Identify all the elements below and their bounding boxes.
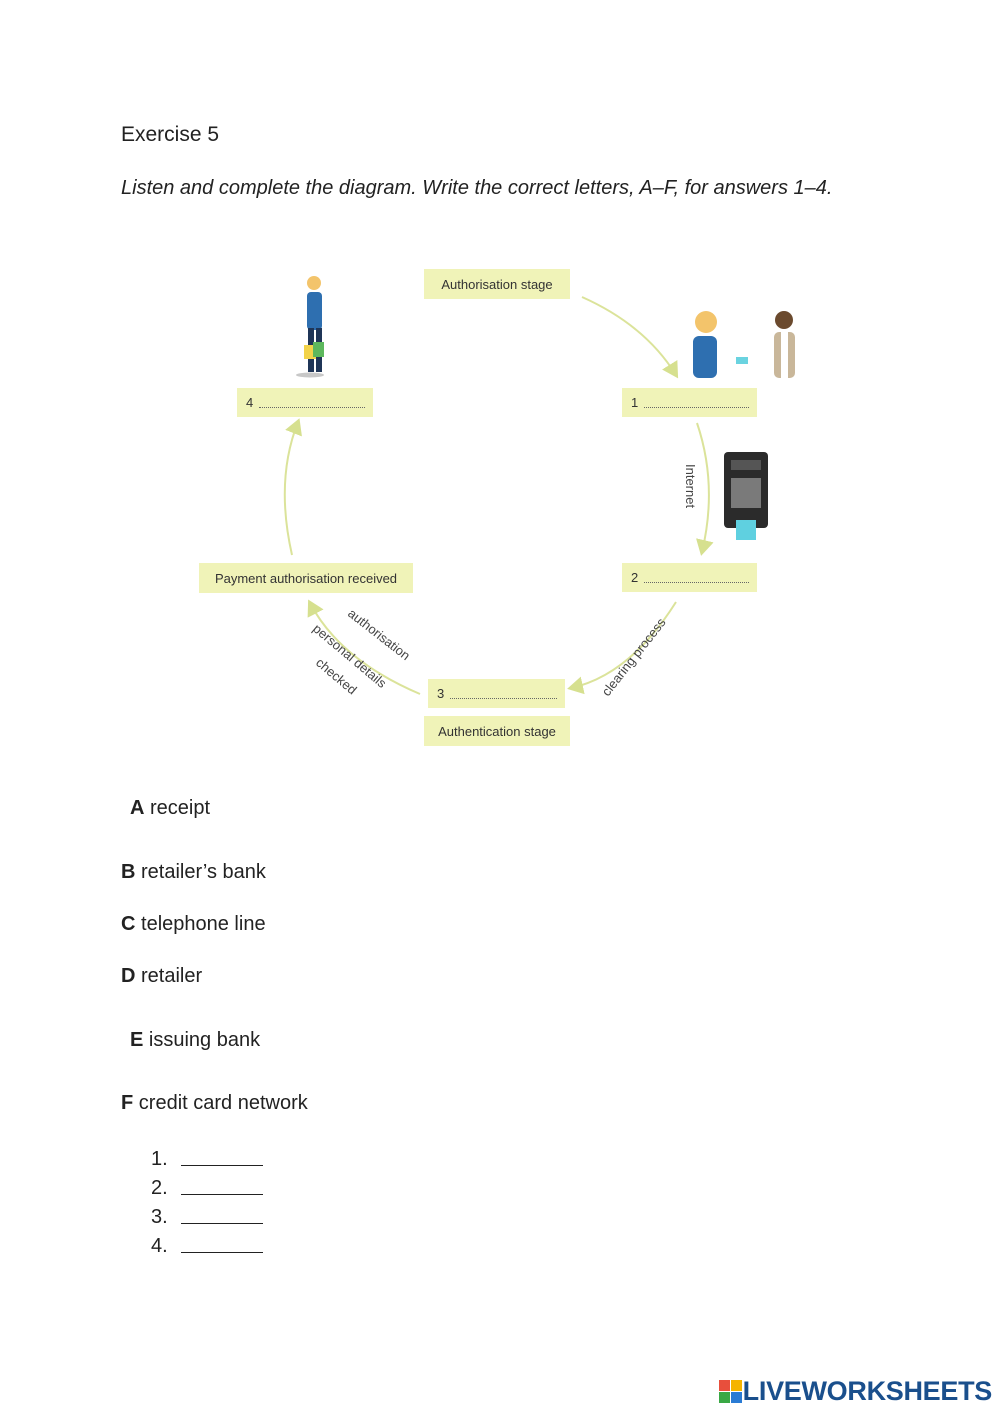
choice-c: C telephone line	[121, 913, 266, 936]
answer-blank-3[interactable]	[181, 1203, 263, 1224]
logo-icon	[719, 1380, 743, 1404]
card-terminal-illustration	[724, 452, 768, 540]
arrow-to-box-4	[285, 422, 298, 555]
answer-row-4: 4.	[151, 1232, 263, 1261]
answer-blank-2[interactable]	[181, 1174, 263, 1195]
payment-cycle-diagram: Authorisation stage 1 2 3 Authentication…	[0, 0, 1000, 800]
answer-row-1: 1.	[151, 1145, 263, 1174]
choice-b: B retailer’s bank	[121, 861, 266, 884]
answer-blank-4[interactable]	[181, 1232, 263, 1253]
answer-row-2: 2.	[151, 1174, 263, 1203]
diagram-arrows: Internet clearing process authorisation …	[0, 0, 1000, 800]
choice-a: A receipt	[130, 797, 210, 820]
arrow-to-box-1	[582, 297, 676, 375]
shopper-illustration	[296, 276, 324, 378]
internet-label: Internet	[683, 464, 698, 508]
clearing-process-label: clearing process	[599, 615, 669, 699]
choice-d: D retailer	[121, 965, 202, 988]
customer-retailer-illustration	[693, 311, 795, 378]
answer-list: 1. 2. 3. 4.	[151, 1145, 263, 1261]
choice-f: F credit card network	[121, 1092, 308, 1115]
answer-row-3: 3.	[151, 1203, 263, 1232]
choice-e: E issuing bank	[130, 1029, 260, 1052]
liveworksheets-logo: LIVEWORKSHEETS	[719, 1376, 992, 1407]
answer-blank-1[interactable]	[181, 1145, 263, 1166]
